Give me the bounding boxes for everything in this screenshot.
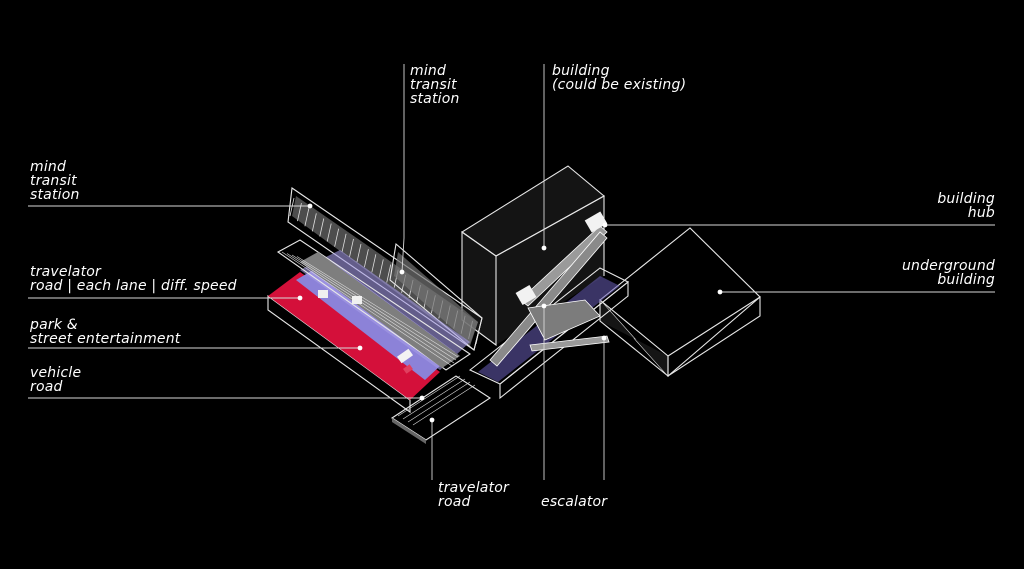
label-mind-transit-station-left: mind transit station: [30, 160, 80, 202]
station-wall-rib: [378, 259, 384, 278]
station-wall-rib: [356, 243, 362, 263]
label-line: building: [937, 191, 995, 207]
label-line: escalator: [541, 494, 608, 510]
travelator-lane-line: [397, 375, 461, 417]
label-line: building: [552, 63, 610, 79]
label-line: transit: [410, 77, 457, 93]
label-escalator: escalator: [541, 495, 607, 509]
travelator-lane-line: [286, 253, 455, 364]
station-wall-rib: [364, 249, 369, 268]
label-line: underground: [901, 258, 995, 274]
label-line: station: [410, 91, 460, 107]
label-line: travelator: [438, 480, 510, 496]
station-wall-rib: [311, 213, 317, 232]
label-line: hub: [967, 205, 995, 221]
leader-dots: [297, 203, 723, 423]
station-wall-rib: [304, 208, 310, 227]
station-wall-rib: [319, 218, 325, 237]
label-park-street-entertainment: park & street entertainment: [30, 318, 181, 346]
label-line: building: [937, 272, 995, 288]
station-wall-rib: [386, 264, 392, 283]
underground-building-block: [599, 227, 761, 378]
label-line: (could be existing): [552, 77, 687, 93]
street-platform: [267, 239, 492, 444]
station-wall-rib: [371, 254, 377, 273]
label-line: road: [30, 379, 63, 395]
mind-transit-station-top-block: [389, 242, 483, 351]
station-wall-rib: [289, 197, 295, 217]
label-underground-building: underground building: [902, 259, 995, 287]
travelator-lane-line: [281, 251, 453, 367]
station-wall-rib: [326, 223, 332, 242]
label-line: vehicle: [30, 365, 82, 381]
travelator-lane-line: [296, 256, 459, 358]
label-line: street entertainment: [30, 331, 181, 347]
station-wall-rib: [349, 238, 354, 258]
label-line: road | each lane | diff. speed: [30, 278, 237, 294]
label-building-hub: building hub: [937, 192, 995, 220]
travelator-lane-line: [402, 378, 466, 420]
label-line: park &: [30, 317, 78, 333]
label-travelator-road-bottom: travelator road: [438, 481, 509, 509]
label-line: travelator: [30, 264, 102, 280]
label-building-existing: building (could be existing): [552, 64, 686, 92]
leader-lines: [28, 64, 995, 480]
travelator-lane-line: [412, 384, 476, 426]
label-mind-transit-station-top: mind transit station: [410, 64, 460, 106]
station-wall-rib: [341, 233, 347, 252]
label-line: mind: [410, 63, 447, 79]
label-line: station: [30, 187, 80, 203]
label-line: road: [438, 494, 471, 510]
building-block: [461, 165, 605, 347]
label-travelator-road-lanes: travelator road | each lane | diff. spee…: [30, 265, 237, 293]
escalator-lines: [489, 211, 610, 367]
travelator-lane-line: [291, 254, 457, 361]
label-vehicle-road: vehicle road: [30, 366, 81, 394]
station-wall-rib: [334, 228, 340, 247]
label-line: mind: [30, 159, 67, 175]
travelator-lane-line: [407, 381, 471, 423]
label-line: transit: [30, 173, 77, 189]
